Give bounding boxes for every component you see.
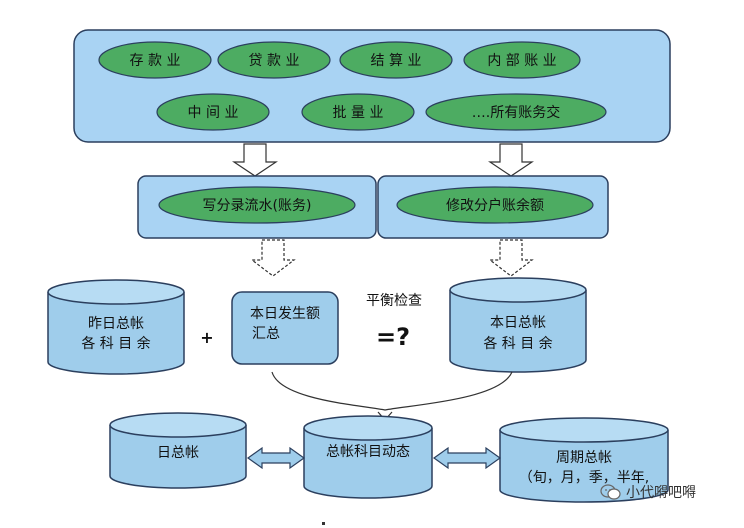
periodic-ledger-line2: （旬，月，季，半年, [519, 470, 649, 486]
cylinder-ledger-dynamic: 总帐科目动态 [303, 415, 433, 499]
today-ledger-line1: 本日总帐 [490, 315, 546, 331]
periodic-ledger-line1: 周期总帐 [556, 450, 612, 466]
bottom-dot [322, 522, 325, 525]
double-arrow-icon [432, 446, 502, 470]
today-ledger-line2: 各 科 目 余 [483, 335, 552, 352]
arrow-down-icon [250, 239, 296, 277]
arrow-down-icon [232, 143, 278, 177]
business-oval-loan: 贷 款 业 [217, 41, 331, 79]
today-amount-box: 本日发生额 汇总 [231, 291, 339, 365]
oval-label: ….所有账务交 [472, 104, 560, 121]
cylinder-today-ledger: 本日总帐 各 科 目 余 [449, 277, 587, 373]
yesterday-ledger-line2: 各 科 目 余 [81, 335, 150, 352]
oval-label: 结 算 业 [371, 53, 422, 69]
oval-label: 写分录流水(账务) [203, 198, 312, 214]
process-oval-journal: 写分录流水(账务) [158, 186, 356, 224]
arrow-down-icon [488, 239, 534, 277]
business-oval-settlement: 结 算 业 [339, 41, 453, 79]
business-oval-intermediary: 中 间 业 [156, 93, 270, 131]
business-oval-batch: 批 量 业 [301, 93, 415, 131]
arrow-down-icon [488, 143, 534, 177]
daily-ledger-label: 日总帐 [157, 445, 199, 461]
merge-curve [271, 371, 513, 411]
business-oval-internal: 内 部 账 业 [463, 41, 581, 79]
oval-label: 存 款 业 [130, 53, 181, 69]
double-arrow-icon [246, 446, 306, 470]
business-oval-all: ….所有账务交 [425, 93, 607, 131]
cylinder-daily-ledger: 日总帐 [109, 412, 247, 489]
ledger-dynamic-label: 总帐科目动态 [326, 444, 410, 460]
cylinder-periodic-ledger: 周期总帐 （旬，月，季，半年, [499, 417, 669, 503]
watermark-text: 小代嘚吧嘚 [626, 485, 696, 501]
process-oval-balance: 修改分户账余额 [396, 186, 594, 224]
wechat-icon [600, 484, 621, 500]
cylinder-yesterday-ledger: 昨日总帐 各 科 目 余 [47, 279, 185, 375]
oval-label: 修改分户账余额 [446, 197, 544, 214]
watermark: 小代嘚吧嘚 [600, 482, 696, 502]
oval-label: 中 间 业 [188, 105, 239, 121]
oval-label: 内 部 账 业 [487, 53, 556, 69]
oval-label: 批 量 业 [333, 105, 384, 121]
business-oval-deposit: 存 款 业 [98, 41, 212, 79]
oval-label: 贷 款 业 [249, 53, 300, 69]
today-amount-line2: 汇总 [252, 326, 280, 342]
equals-question: =? [376, 323, 410, 351]
balance-check-label: 平衡检查 [366, 293, 422, 309]
today-amount-line1: 本日发生额 [250, 306, 320, 322]
plus-sign: + [200, 328, 213, 347]
yesterday-ledger-line1: 昨日总帐 [88, 316, 144, 332]
